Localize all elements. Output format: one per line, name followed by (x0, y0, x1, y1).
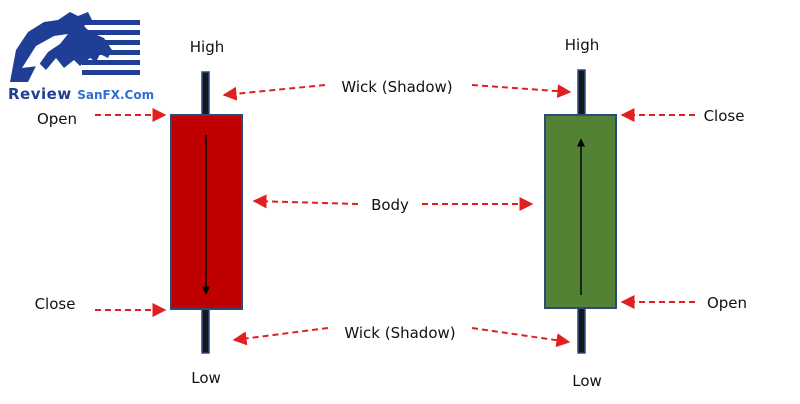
bullish-candle (544, 69, 617, 354)
arrow-wick-top-right (471, 84, 572, 99)
bull-open-label: Open (706, 294, 748, 312)
logo-word-review: Review (8, 85, 72, 103)
bear-close-label: Close (34, 295, 76, 313)
bearish-lower-wick (201, 307, 210, 354)
bear-low-label: Low (191, 369, 221, 387)
bull-low-label: Low (572, 372, 602, 390)
logo-word-sanfx: SanFX.Com (77, 88, 155, 102)
arrow-wick-top-left (222, 84, 326, 101)
pointer-arrows (95, 84, 695, 348)
bullish-lower-wick (577, 307, 586, 354)
wick-bottom-label: Wick (Shadow) (344, 324, 456, 342)
bear-open-label: Open (36, 110, 78, 128)
logo-wordmark: Review SanFX.Com (8, 84, 154, 105)
bullish-upper-wick (577, 69, 586, 116)
wick-top-label: Wick (Shadow) (341, 78, 453, 96)
arrow-wick-bottom-right (471, 327, 571, 348)
bull-high-label: High (564, 36, 600, 54)
body-label: Body (371, 196, 409, 214)
bull-chart-logo-icon (8, 10, 142, 82)
bull-close-label: Close (703, 107, 745, 125)
reviewsanfx-logo: Review SanFX.Com (8, 10, 154, 105)
bear-high-label: High (189, 38, 225, 56)
arrow-body-left (252, 194, 359, 209)
arrow-wick-bottom-left (232, 327, 329, 346)
bearish-candle (170, 71, 243, 354)
bearish-upper-wick (201, 71, 210, 116)
